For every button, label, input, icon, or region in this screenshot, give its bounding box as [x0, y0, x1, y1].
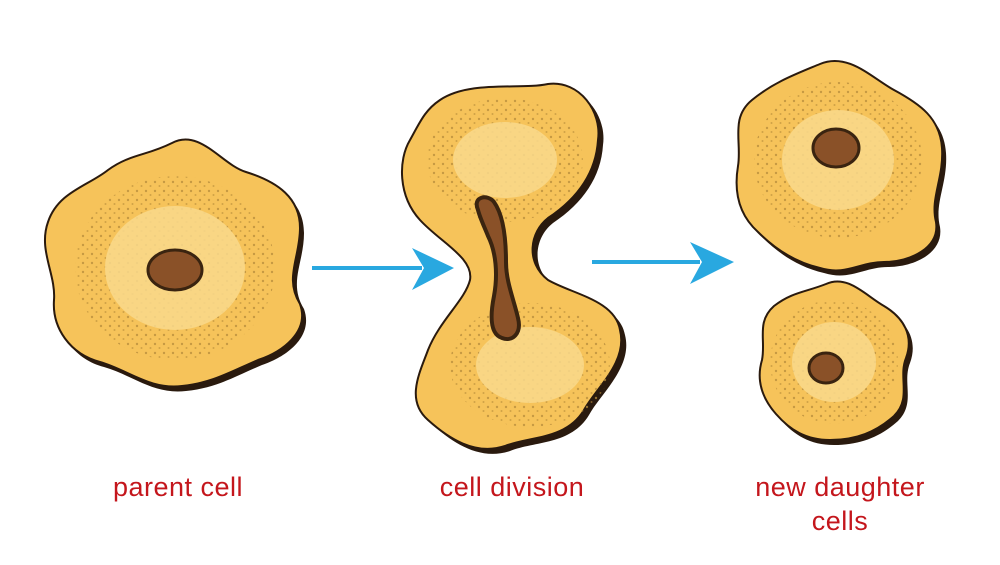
daughter-cells-label-line2: cells [811, 506, 869, 536]
dividing-cell-inner-top [453, 122, 557, 198]
daughter-cells-label: new daughter cells [720, 470, 960, 538]
dividing-cell-nucleus [474, 195, 521, 341]
daughter-cell-top-nucleus [811, 127, 861, 169]
daughter-cell-bottom-nucleus [807, 351, 845, 385]
parent-cell [43, 138, 307, 392]
parent-cell-nucleus [146, 248, 204, 292]
dividing-cell-inner-bottom [476, 327, 584, 403]
arrow-right-icon [312, 248, 454, 290]
cell-division-label: cell division [439, 472, 585, 502]
daughter-cell-top [735, 59, 947, 276]
parent-cell-label: parent cell [112, 472, 244, 502]
arrow-right-icon [592, 242, 734, 284]
daughter-cell-bottom [758, 280, 913, 445]
daughter-cells-label-line1: new daughter [755, 472, 925, 502]
dividing-cell [401, 82, 627, 454]
